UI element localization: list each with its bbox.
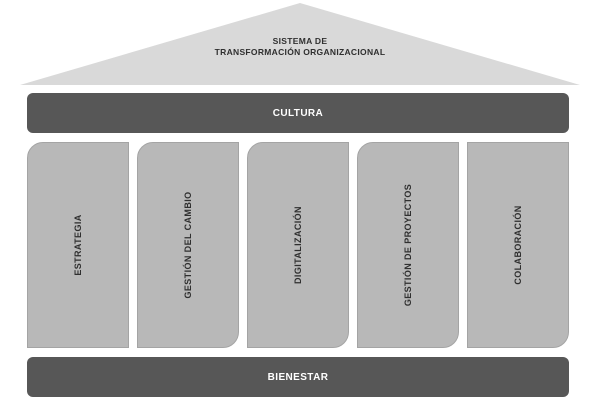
culture-band: CULTURA xyxy=(27,93,569,133)
roof-title-line-1: SISTEMA DE xyxy=(272,36,328,46)
culture-band-label: CULTURA xyxy=(272,107,324,119)
roof-title: SISTEMA DE TRANSFORMACIÓN ORGANIZACIONAL xyxy=(200,36,400,58)
roof-shape xyxy=(20,3,580,85)
pillar-label: GESTIÓN DE PROYECTOS xyxy=(403,183,413,307)
pillar-label: ESTRATEGIA xyxy=(73,214,83,276)
roof-triangle xyxy=(20,3,580,85)
pillar-gestion-de-proyectos: GESTIÓN DE PROYECTOS xyxy=(357,142,459,348)
wellbeing-band-label: BIENESTAR xyxy=(267,371,329,383)
pillar-colaboracion: COLABORACIÓN xyxy=(467,142,569,348)
pillar-estrategia: ESTRATEGIA xyxy=(27,142,129,348)
pillar-label: COLABORACIÓN xyxy=(513,205,523,285)
wellbeing-band: BIENESTAR xyxy=(27,357,569,397)
pillar-digitalizacion: DIGITALIZACIÓN xyxy=(247,142,349,348)
pillar-label: GESTIÓN DEL CAMBIO xyxy=(183,191,193,299)
pillar-gestion-del-cambio: GESTIÓN DEL CAMBIO xyxy=(137,142,239,348)
roof-title-line-2: TRANSFORMACIÓN ORGANIZACIONAL xyxy=(214,47,386,57)
pillar-label: DIGITALIZACIÓN xyxy=(293,206,303,284)
